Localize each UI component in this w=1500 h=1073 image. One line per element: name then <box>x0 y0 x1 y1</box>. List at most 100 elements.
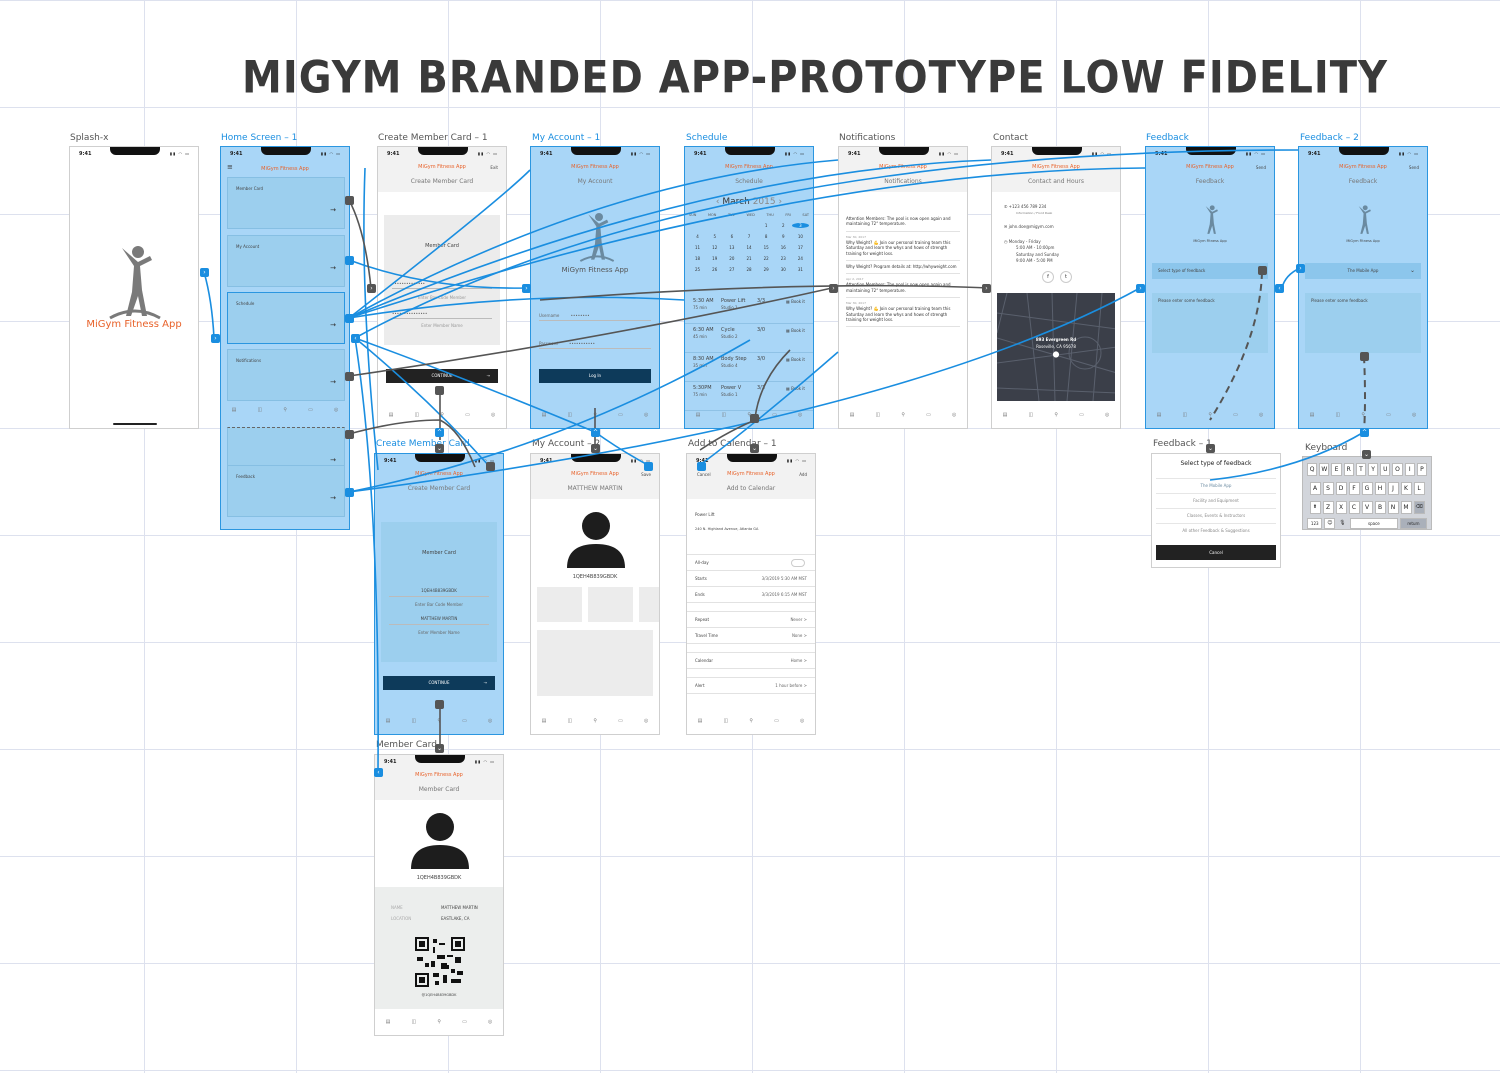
connector-account-entry[interactable]: › <box>522 284 531 293</box>
home-card-schedule[interactable]: Schedule→ <box>227 292 345 344</box>
calendar-day[interactable]: 10 <box>797 234 803 239</box>
calendar-day[interactable]: 24 <box>797 256 803 261</box>
artboard-label-home[interactable]: Home Screen – 1 <box>221 133 298 143</box>
connector-notifications[interactable] <box>345 372 354 381</box>
continue-button[interactable]: CONTINUE → <box>386 369 498 383</box>
calendar-day[interactable]: 20 <box>729 256 735 261</box>
save-link[interactable]: Save <box>641 472 651 477</box>
calendar-day[interactable]: 6 <box>730 234 734 239</box>
calendar-day[interactable]: 12 <box>712 245 718 250</box>
calendar-day[interactable]: 5 <box>713 234 716 239</box>
key-f[interactable]: F <box>1348 482 1360 495</box>
connector-feedback1-entry[interactable]: ⌄ <box>1206 444 1215 453</box>
feedback-textarea[interactable]: Please enter some feedback <box>1152 293 1268 353</box>
connector-keyboard-entry[interactable]: ⌄ <box>1362 450 1371 459</box>
facebook-icon[interactable]: f <box>1042 271 1054 283</box>
calendar-day[interactable]: 14 <box>746 245 752 250</box>
key-d[interactable]: D <box>1335 482 1347 495</box>
book-it-button[interactable]: ▦ Book it <box>786 386 805 391</box>
member-card-form[interactable]: Member Card 1QEH4B839GBDK Enter Bar Code… <box>381 522 497 662</box>
connector-book-it[interactable] <box>750 414 759 423</box>
key-i[interactable]: I <box>1404 463 1415 476</box>
calendar-day[interactable] <box>723 223 740 228</box>
connector-continue-2[interactable] <box>435 700 444 709</box>
connector-save[interactable] <box>644 462 653 471</box>
screen-schedule[interactable]: 9:41 ▮▮ ◠ ▭ MiGym Fitness App Schedule ‹… <box>684 146 814 429</box>
connector-member-card-entry[interactable]: ⌄ <box>435 744 444 753</box>
key-u[interactable]: U <box>1380 463 1391 476</box>
artboard-label-account-1[interactable]: My Account – 1 <box>532 133 601 143</box>
key-j[interactable]: J <box>1387 482 1399 495</box>
calendar-day[interactable]: 3 <box>791 223 809 228</box>
book-it-button[interactable]: ▦ Book it <box>786 328 805 333</box>
connector-feedback2-entry[interactable]: › <box>1296 264 1305 273</box>
exit-link[interactable]: Exit <box>490 165 498 170</box>
key-k[interactable]: K <box>1400 482 1412 495</box>
connector-feedback2-back[interactable]: ‹ <box>1275 284 1284 293</box>
connector-member-card[interactable] <box>345 196 354 205</box>
key-e[interactable]: E <box>1331 463 1342 476</box>
home-card-feedback[interactable]: Feedback→ <box>227 465 345 517</box>
screen-splash[interactable]: 9:41 ▮▮ ◠ ▭ MiGym Fitness App <box>69 146 199 429</box>
send-link[interactable]: Send <box>1408 165 1419 170</box>
connector-calendar-cancel[interactable] <box>697 462 706 471</box>
menu-icon[interactable]: ≡ <box>227 163 233 171</box>
calendar-day[interactable]: 22 <box>763 256 769 261</box>
backspace-key-icon[interactable]: ⌫ <box>1413 501 1425 514</box>
calendar-day[interactable]: 26 <box>712 267 718 272</box>
feedback-type-select[interactable]: The Mobile App ⌄ <box>1305 263 1421 279</box>
calendar-day[interactable]: 19 <box>712 256 718 261</box>
calendar-setting-row[interactable]: All-day <box>687 554 815 571</box>
connector-contact[interactable] <box>345 430 354 439</box>
cancel-button[interactable]: Cancel <box>1156 545 1276 560</box>
key-m[interactable]: M <box>1400 501 1412 514</box>
map-view[interactable]: 893 Evergreen Rd Roseville, CA 95678 ⬤ <box>997 293 1115 401</box>
connector-feedback-entry[interactable]: › <box>1136 284 1145 293</box>
screen-contact[interactable]: 9:41 ▮▮ ◠ ▭ MiGym Fitness App Contact an… <box>991 146 1121 429</box>
connector-member-card-back[interactable]: ‹ <box>374 768 383 777</box>
connector-home-entry[interactable]: › <box>211 334 220 343</box>
key-c[interactable]: C <box>1348 501 1360 514</box>
screen-create-member-card-2[interactable]: 9:41 ▮▮ ◠ ▭ MiGym Fitness App Create Mem… <box>374 453 504 735</box>
shift-key-icon[interactable]: ⬆ <box>1309 501 1321 514</box>
connector-feedback[interactable] <box>345 488 354 497</box>
connector-textarea[interactable] <box>1360 352 1369 361</box>
home-tab-bar[interactable]: ▤◫⚲▭◎ <box>231 407 339 413</box>
screen-home[interactable]: 9:41 ▮▮ ◠ ▭ ≡ MiGym Fitness App Member C… <box>220 146 350 530</box>
key-y[interactable]: Y <box>1368 463 1379 476</box>
email-row[interactable]: ✉ john.doe@migym.com <box>1004 224 1054 229</box>
login-button[interactable]: Log In <box>539 369 651 383</box>
calendar-day[interactable]: 31 <box>797 267 803 272</box>
screen-add-to-calendar[interactable]: 9:41 ▮▮ ◠ ▭ Cancel Add MiGym Fitness App… <box>686 453 816 735</box>
calendar-day[interactable]: 25 <box>695 267 701 272</box>
screen-my-account-2[interactable]: 9:41 ▮▮ ◠ ▭ MiGym Fitness App Save MATTH… <box>530 453 660 735</box>
home-card-member[interactable]: Member Card→ <box>227 177 345 229</box>
key-n[interactable]: N <box>1387 501 1399 514</box>
artboard-label-create-2[interactable]: Create Member Card <box>376 439 470 449</box>
all-day-toggle[interactable] <box>791 559 805 567</box>
thumbnail-2[interactable] <box>588 587 633 622</box>
key-a[interactable]: A <box>1309 482 1321 495</box>
artboard-label-schedule[interactable]: Schedule <box>686 133 728 143</box>
book-it-button[interactable]: ▦ Book it <box>786 299 805 304</box>
artboard-label-feedback-2[interactable]: Feedback – 2 <box>1300 133 1359 143</box>
connector-create2-exit[interactable] <box>486 462 495 471</box>
calendar-day[interactable]: 28 <box>746 267 752 272</box>
screen-notifications[interactable]: 9:41 ▮▮ ◠ ▭ MiGym Fitness App Notificati… <box>838 146 968 429</box>
calendar-day[interactable]: 27 <box>729 267 735 272</box>
key-q[interactable]: Q <box>1306 463 1318 476</box>
calendar-day[interactable]: 18 <box>695 256 701 261</box>
thumbnail-3[interactable] <box>639 587 659 622</box>
key-space[interactable]: space <box>1349 518 1398 529</box>
